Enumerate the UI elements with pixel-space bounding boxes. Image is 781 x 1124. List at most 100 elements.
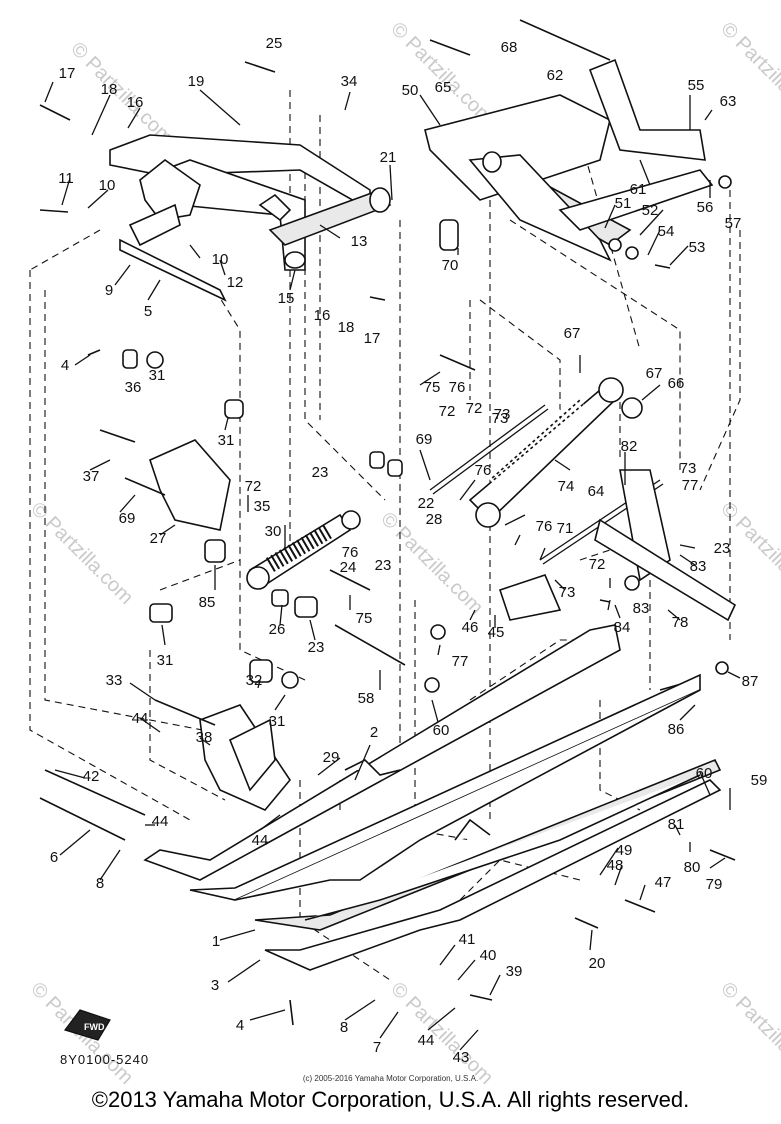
part-number-label: 40 <box>480 947 497 964</box>
part-number-label: 77 <box>452 653 469 670</box>
part-number-label: 79 <box>706 876 723 893</box>
part-number-label: 6 <box>50 849 58 866</box>
part-number-label: 64 <box>588 483 605 500</box>
part-number-label: 37 <box>83 468 100 485</box>
part-number-label: 50 <box>402 82 419 99</box>
part-number-label: 87 <box>742 673 759 690</box>
part-number-label: 11 <box>58 170 74 187</box>
part-number-label: 47 <box>655 874 672 891</box>
part-number-label: 45 <box>488 624 505 641</box>
part-number-label: 62 <box>547 67 564 84</box>
rear-pivot-arm <box>424 58 732 262</box>
part-number-label: 83 <box>633 600 650 617</box>
fwd-arrow: FWD <box>64 1009 111 1041</box>
part-number-label: 4 <box>236 1017 244 1034</box>
part-number-label: 85 <box>199 594 216 611</box>
part-number-label: 67 <box>564 325 581 342</box>
part-number-label: 82 <box>621 438 638 455</box>
part-number-label: 76 <box>342 544 359 561</box>
part-number-label: 71 <box>557 520 574 537</box>
part-number-label: 33 <box>106 672 123 689</box>
part-number-label: 66 <box>668 375 685 392</box>
part-number-label: 80 <box>684 859 701 876</box>
part-number-label: 31 <box>269 713 286 730</box>
part-number-label: 73 <box>680 460 697 477</box>
part-number-label: 75 <box>424 379 441 396</box>
watermark: © Partzilla.com <box>386 18 497 129</box>
part-number-label: 28 <box>426 511 443 528</box>
part-number-label: 27 <box>150 530 167 547</box>
slide-rails <box>143 624 722 971</box>
part-number-label: 38 <box>196 729 213 746</box>
part-number-label: 39 <box>506 963 523 980</box>
watermark: © Partzilla.com <box>716 978 781 1089</box>
part-number-label: 61 <box>630 181 647 198</box>
part-number-label: 16 <box>314 307 331 324</box>
watermark: © Partzilla.com <box>716 18 781 129</box>
part-number-label: 10 <box>99 177 116 194</box>
part-number-label: 31 <box>149 367 166 384</box>
part-number-label: 26 <box>269 621 286 638</box>
part-number-label: 23 <box>375 557 392 574</box>
part-number-label: 44 <box>132 710 149 727</box>
part-number-label: 56 <box>697 199 714 216</box>
part-number-label: 73 <box>559 584 576 601</box>
watermark: © Partzilla.com <box>66 38 177 149</box>
part-number-label: 3 <box>211 977 219 994</box>
part-number-label: 4 <box>61 357 69 374</box>
part-number-label: 54 <box>658 223 675 240</box>
part-number-label: 5 <box>144 303 152 320</box>
part-number-label: 68 <box>501 39 518 56</box>
part-number-label: 44 <box>252 832 269 849</box>
part-number-label: 35 <box>254 498 271 515</box>
part-number-label: 84 <box>614 619 631 636</box>
part-number-label: 52 <box>642 202 659 219</box>
part-number-label: 76 <box>449 379 466 396</box>
part-number-label: 32 <box>246 672 263 689</box>
part-number-label: 31 <box>157 652 174 669</box>
bolts <box>39 19 736 1026</box>
part-number-label: 77 <box>682 477 699 494</box>
part-number-label: 69 <box>416 431 433 448</box>
part-number-label: 76 <box>475 462 492 479</box>
part-number-label: 7 <box>373 1039 381 1056</box>
copyright-notice: ©2013 Yamaha Motor Corporation, U.S.A. A… <box>91 1087 690 1112</box>
source-copyright: (c) 2005-2016 Yamaha Motor Corporation, … <box>302 1074 479 1083</box>
part-number-label: 16 <box>127 94 144 111</box>
part-number-label: 65 <box>435 79 452 96</box>
part-number-label: 59 <box>751 772 768 789</box>
part-number-label: 23 <box>312 464 329 481</box>
part-number-label: 8 <box>96 875 104 892</box>
part-number-label: 22 <box>418 495 435 512</box>
part-number-label: 69 <box>119 510 136 527</box>
part-number-label: 53 <box>689 239 706 256</box>
part-number-label: 17 <box>364 330 381 347</box>
part-number-label: 48 <box>607 857 624 874</box>
part-number-label: 49 <box>616 842 633 859</box>
part-number-label: 23 <box>714 540 731 557</box>
part-number-label: 74 <box>558 478 575 495</box>
part-number-label: 55 <box>688 77 705 94</box>
part-number-label: 72 <box>439 403 456 420</box>
part-number-label: 44 <box>418 1032 435 1049</box>
part-number-label: 12 <box>227 274 244 291</box>
part-number-label: 44 <box>152 813 169 830</box>
shock-absorbers <box>246 377 664 590</box>
part-number-label: 76 <box>536 518 553 535</box>
part-number-label: 24 <box>340 559 357 576</box>
leader-lines <box>44 81 741 1051</box>
part-number-label: 18 <box>338 319 355 336</box>
drawing-code: 8Y0100-5240 <box>60 1052 150 1067</box>
front-pivot-arm <box>109 134 392 369</box>
part-number-label: 67 <box>646 365 663 382</box>
part-number-label: 31 <box>218 432 235 449</box>
fwd-label: FWD <box>84 1022 105 1032</box>
part-number-label: 58 <box>358 690 375 707</box>
part-number-label: 43 <box>453 1049 470 1066</box>
part-number-label: 34 <box>341 73 358 90</box>
part-number-label: 63 <box>720 93 737 110</box>
part-number-label: 57 <box>725 215 742 232</box>
part-number-label: 20 <box>589 955 606 972</box>
part-number-label: 18 <box>101 81 118 98</box>
part-number-label: 78 <box>672 614 689 631</box>
